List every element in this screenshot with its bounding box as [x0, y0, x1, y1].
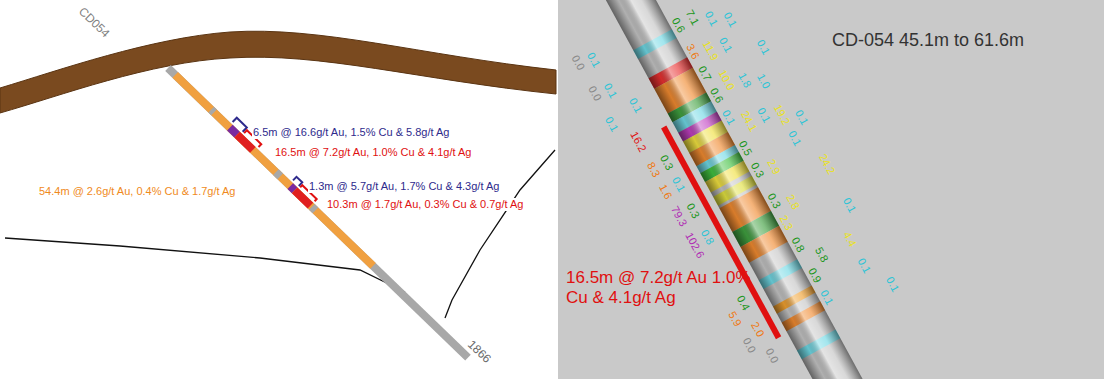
contact-line	[445, 150, 555, 318]
contact-line	[5, 238, 405, 292]
hole-gap	[273, 169, 283, 179]
intercept-label: 10.3m @ 1.7g/t Au, 0.3% Cu & 0.7g/t Ag	[326, 198, 524, 211]
hole-trace	[165, 65, 471, 360]
terrain-band	[0, 31, 556, 113]
core-shading	[596, 0, 864, 379]
intercept-label: 1.3m @ 5.7g/t Au, 1.7% Cu & 4.3g/t Ag	[308, 180, 500, 193]
core-body	[596, 0, 864, 379]
core-detail	[584, 0, 864, 379]
interval-bracket	[233, 118, 247, 132]
composite-label: 16.5m @ 7.2g/t Au 1.0% Cu & 4.1g/t Ag	[566, 268, 751, 308]
intercept-label: 54.4m @ 2.6g/t Au, 0.4% Cu & 1.7g/t Ag	[38, 185, 236, 198]
interval-bracket	[293, 177, 302, 186]
interval-bar	[661, 126, 781, 340]
intercept-label: 6.5m @ 16.6g/t Au, 1.5% Cu & 5.8g/t Ag	[252, 126, 450, 139]
section-title: CD-054 45.1m to 61.6m	[832, 30, 1024, 51]
left-panel	[0, 0, 556, 379]
intercept-label: 16.5m @ 7.2g/t Au, 1.0% Cu & 4.1g/t Ag	[274, 146, 472, 159]
mineralised-interval	[172, 72, 375, 269]
hole-gap	[208, 107, 216, 116]
